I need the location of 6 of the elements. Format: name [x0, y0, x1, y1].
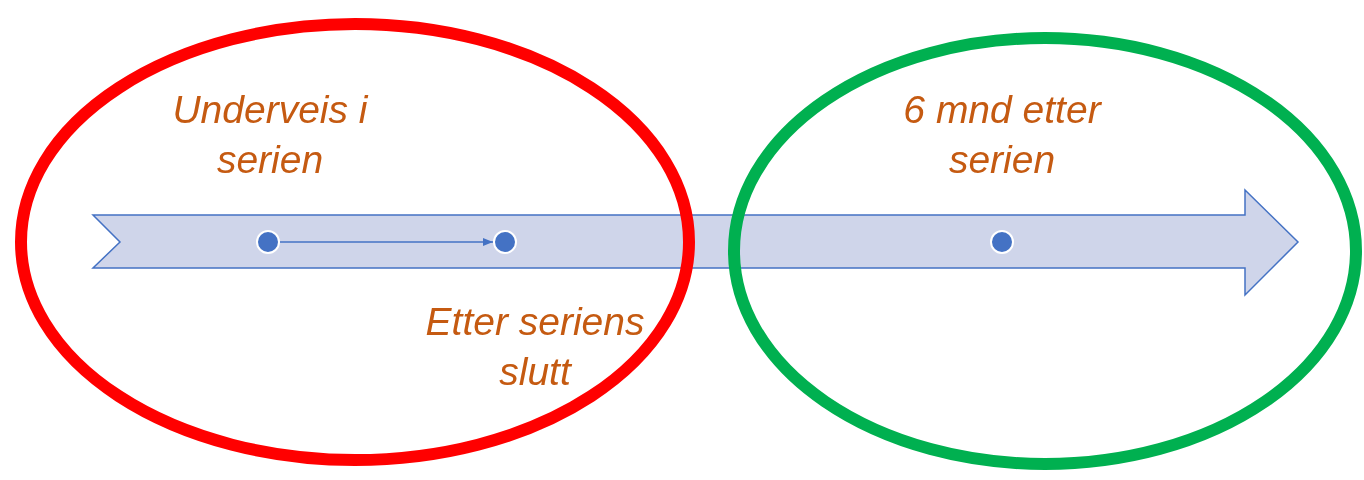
arrow [279, 238, 494, 246]
ellipse-outline [728, 32, 1362, 470]
timepoint-label: Etter seriens slutt [424, 299, 646, 395]
ellipse-outline [15, 18, 695, 466]
timepoint-label: Underveis i serien [171, 87, 370, 183]
timepoint-label: 6 mnd etter serien [902, 87, 1103, 183]
